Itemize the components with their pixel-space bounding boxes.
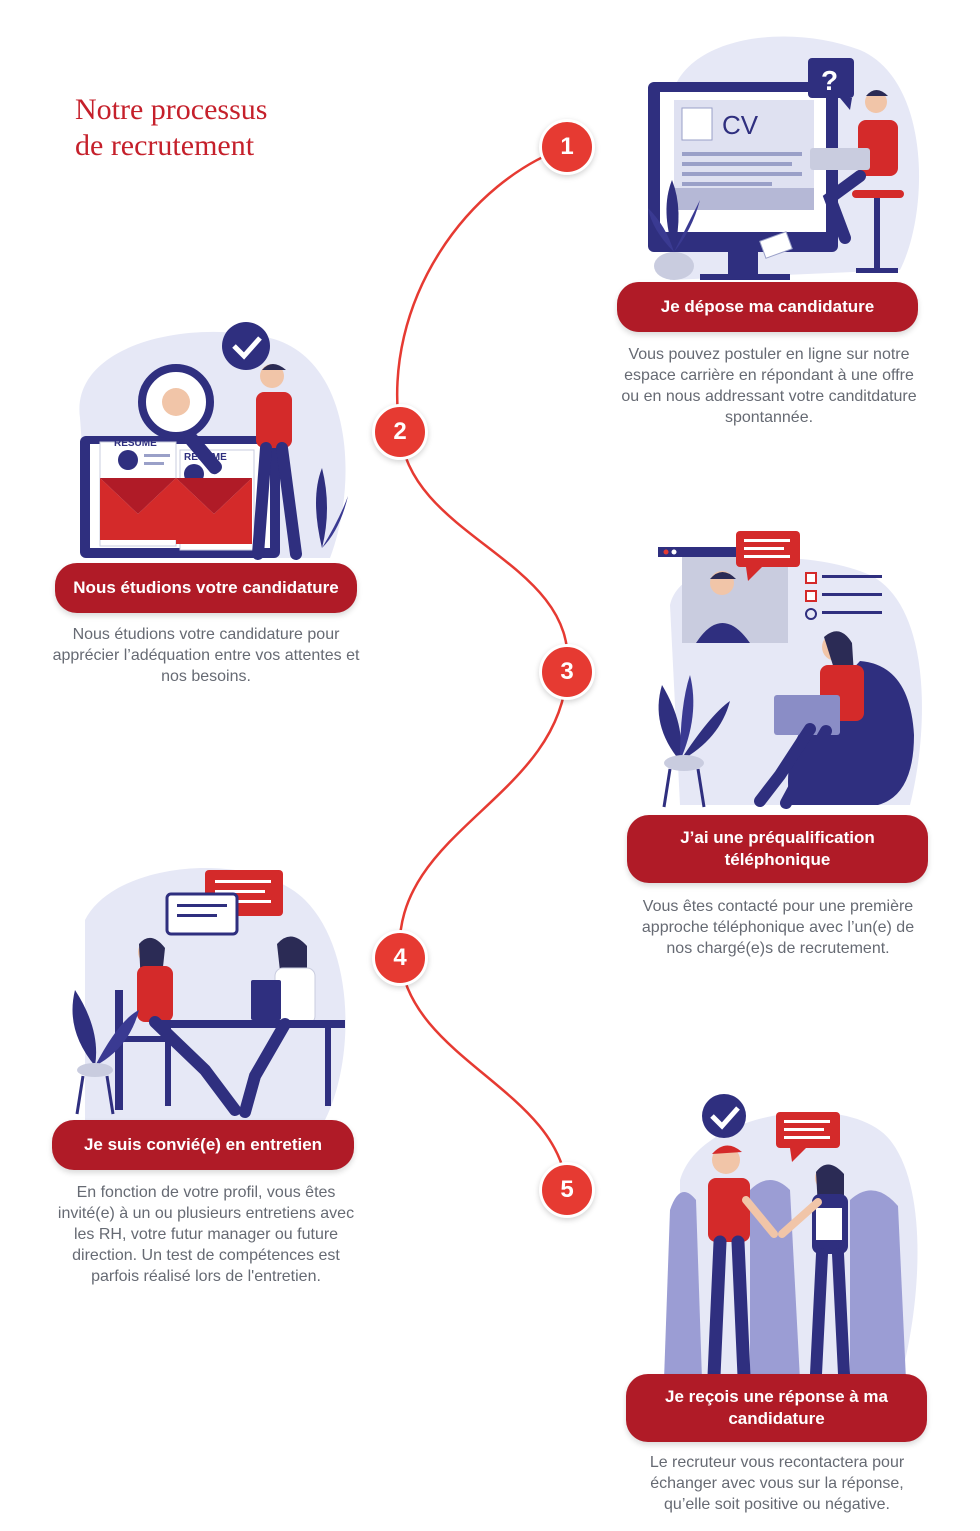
step-2-label: Nous étudions votre candidature [73,578,339,597]
step-2-banner: Nous étudions votre candidature [55,563,357,613]
step-3-label-line-1: J’ai une préqualification [680,828,875,847]
step-1-label: Je dépose ma candidature [660,297,875,316]
step-number-1: 1 [539,119,595,175]
step-3-label-line-2: téléphonique [724,850,831,869]
step-3-label-wrap: J’ai une préqualification téléphonique [680,827,875,871]
cv-label: CV [722,110,759,140]
step-1-banner: Je dépose ma candidature [617,282,918,332]
step-5-label-wrap: Je reçois une réponse à ma candidature [665,1386,888,1430]
computer-cv-icon: CV ? [630,30,930,290]
step-1-description: Vous pouvez postuler en ligne sur notre … [621,346,917,426]
resume-review-icon: RESUME RESUME [60,318,360,568]
step-number-4: 4 [372,930,428,986]
step-number-5: 5 [539,1162,595,1218]
step-4-banner: Je suis convié(e) en entretien [52,1120,354,1170]
question-mark: ? [821,65,838,96]
step-4-description: En fonction de votre profil, vous êtes i… [57,1184,355,1285]
video-call-icon [640,525,930,815]
step-5-label-line-2: candidature [728,1409,825,1428]
title-line-1: Notre processus [75,93,268,126]
step-4-label: Je suis convié(e) en entretien [83,1135,323,1154]
step-number-3: 3 [539,644,595,700]
interview-icon [55,840,355,1125]
step-number-2: 2 [372,404,428,460]
page-title: Notre processus de recrutement [75,92,395,164]
title-line-2: de recrutement [75,129,255,162]
handshake-icon [650,1090,920,1385]
resume-label-1: RESUME [114,438,157,449]
step-5-label-line-1: Je reçois une réponse à ma [665,1387,888,1406]
step-2-description: Nous étudions votre candidature pour app… [52,626,360,685]
step-5-banner: Je reçois une réponse à ma candidature [626,1374,927,1442]
step-3-description: Vous êtes contacté pour une première app… [641,898,915,957]
step-3-banner: J’ai une préqualification téléphonique [627,815,928,883]
step-5-description: Le recruteur vous recontactera pour écha… [649,1454,905,1513]
